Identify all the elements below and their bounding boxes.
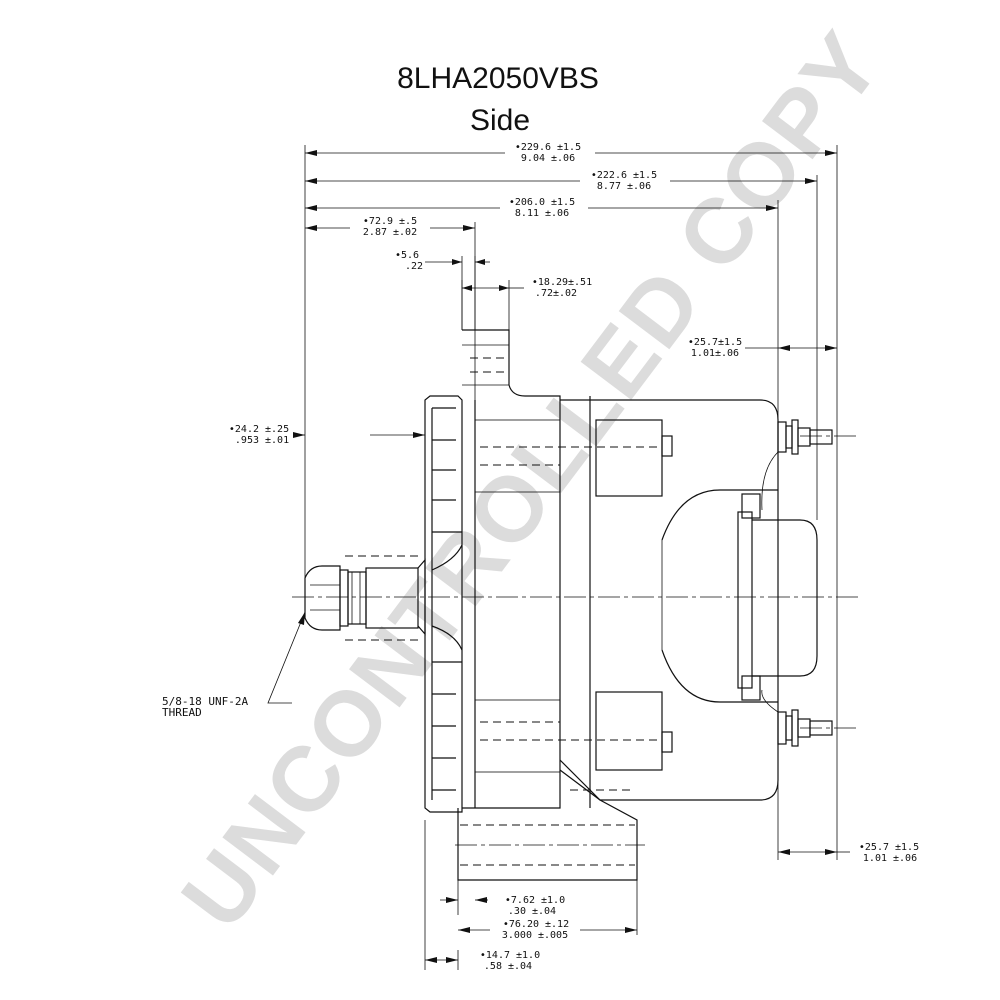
fan-to-foot-metric: •14.7 ±1.0 (480, 950, 540, 961)
dimension-length-to-terminal: •222.6 ±1.5 8.77 ±.06 (305, 170, 818, 520)
fan-pulley (417, 395, 463, 813)
thread-callout: 5/8-18 UNF-2A THREAD (162, 611, 306, 719)
body-length-metric: •206.0 ±1.5 (509, 197, 575, 208)
ear-offset-metric: •5.6 (395, 250, 419, 261)
dimension-shaft-to-mount: •72.9 ±.5 2.87 ±.02 (305, 216, 476, 400)
lower-terminal (761, 689, 833, 747)
shaft-nut (304, 555, 419, 641)
length-to-terminal-imperial: 8.77 ±.06 (597, 181, 651, 192)
shaft-to-mount-metric: •72.9 ±.5 (363, 216, 417, 227)
shaft-to-mount-imperial: 2.87 ±.02 (363, 227, 417, 238)
upper-terminal (761, 419, 833, 511)
dimension-fan-to-foot: •14.7 ±1.0 .58 ±.04 (424, 820, 540, 972)
ear-width-metric: •18.29±.51 (532, 277, 592, 288)
foot-offset-imperial: .30 ±.04 (508, 906, 556, 917)
terminal-bottom-metric: •25.7 ±1.5 (859, 842, 919, 853)
terminal-top-metric: •25.7±1.5 (688, 337, 742, 348)
view-label: Side (470, 104, 530, 137)
fan-to-foot-imperial: .58 ±.04 (484, 961, 532, 972)
main-housing (480, 396, 779, 808)
dimension-foot-offset: •7.62 ±1.0 .30 ±.04 (440, 880, 565, 917)
dimension-terminal-bottom: •25.7 ±1.5 1.01 ±.06 (778, 842, 919, 864)
front-housing (462, 329, 561, 809)
dimension-overall-length: •229.6 ±1.5 9.04 ±.06 (304, 142, 838, 860)
pulley-offset-imperial: .953 ±.01 (235, 435, 289, 446)
overall-length-imperial: 9.04 ±.06 (521, 153, 575, 164)
foot-length-imperial: 3.000 ±.005 (502, 930, 568, 941)
thread-note-line1: 5/8-18 UNF-2A (162, 695, 248, 708)
overall-length-metric: •229.6 ±1.5 (515, 142, 581, 153)
length-to-terminal-metric: •222.6 ±1.5 (591, 170, 657, 181)
dimension-ear-width: •18.29±.51 .72±.02 (461, 277, 592, 330)
pulley-offset-metric: •24.2 ±.25 (229, 424, 289, 435)
part-number-title: 8LHA2050VBS (397, 62, 599, 95)
foot-offset-metric: •7.62 ±1.0 (505, 895, 565, 906)
terminal-bottom-imperial: 1.01 ±.06 (863, 853, 917, 864)
ear-offset-imperial: .22 (405, 261, 423, 272)
rear-cover (661, 489, 818, 703)
dimension-pulley-offset: •24.2 ±.25 .953 ±.01 (229, 424, 425, 446)
foot-length-metric: •76.20 ±.12 (503, 919, 569, 930)
thread-note-line2: THREAD (162, 706, 202, 719)
terminal-top-imperial: 1.01±.06 (691, 348, 739, 359)
body-length-imperial: 8.11 ±.06 (515, 208, 569, 219)
dimension-foot-length: •76.20 ±.12 3.000 ±.005 (458, 880, 638, 941)
dimension-ear-offset: •5.6 .22 (395, 250, 490, 330)
mounting-foot (457, 759, 638, 881)
ear-width-imperial: .72±.02 (535, 288, 577, 299)
dimension-terminal-top: •25.7±1.5 1.01±.06 (688, 337, 837, 359)
